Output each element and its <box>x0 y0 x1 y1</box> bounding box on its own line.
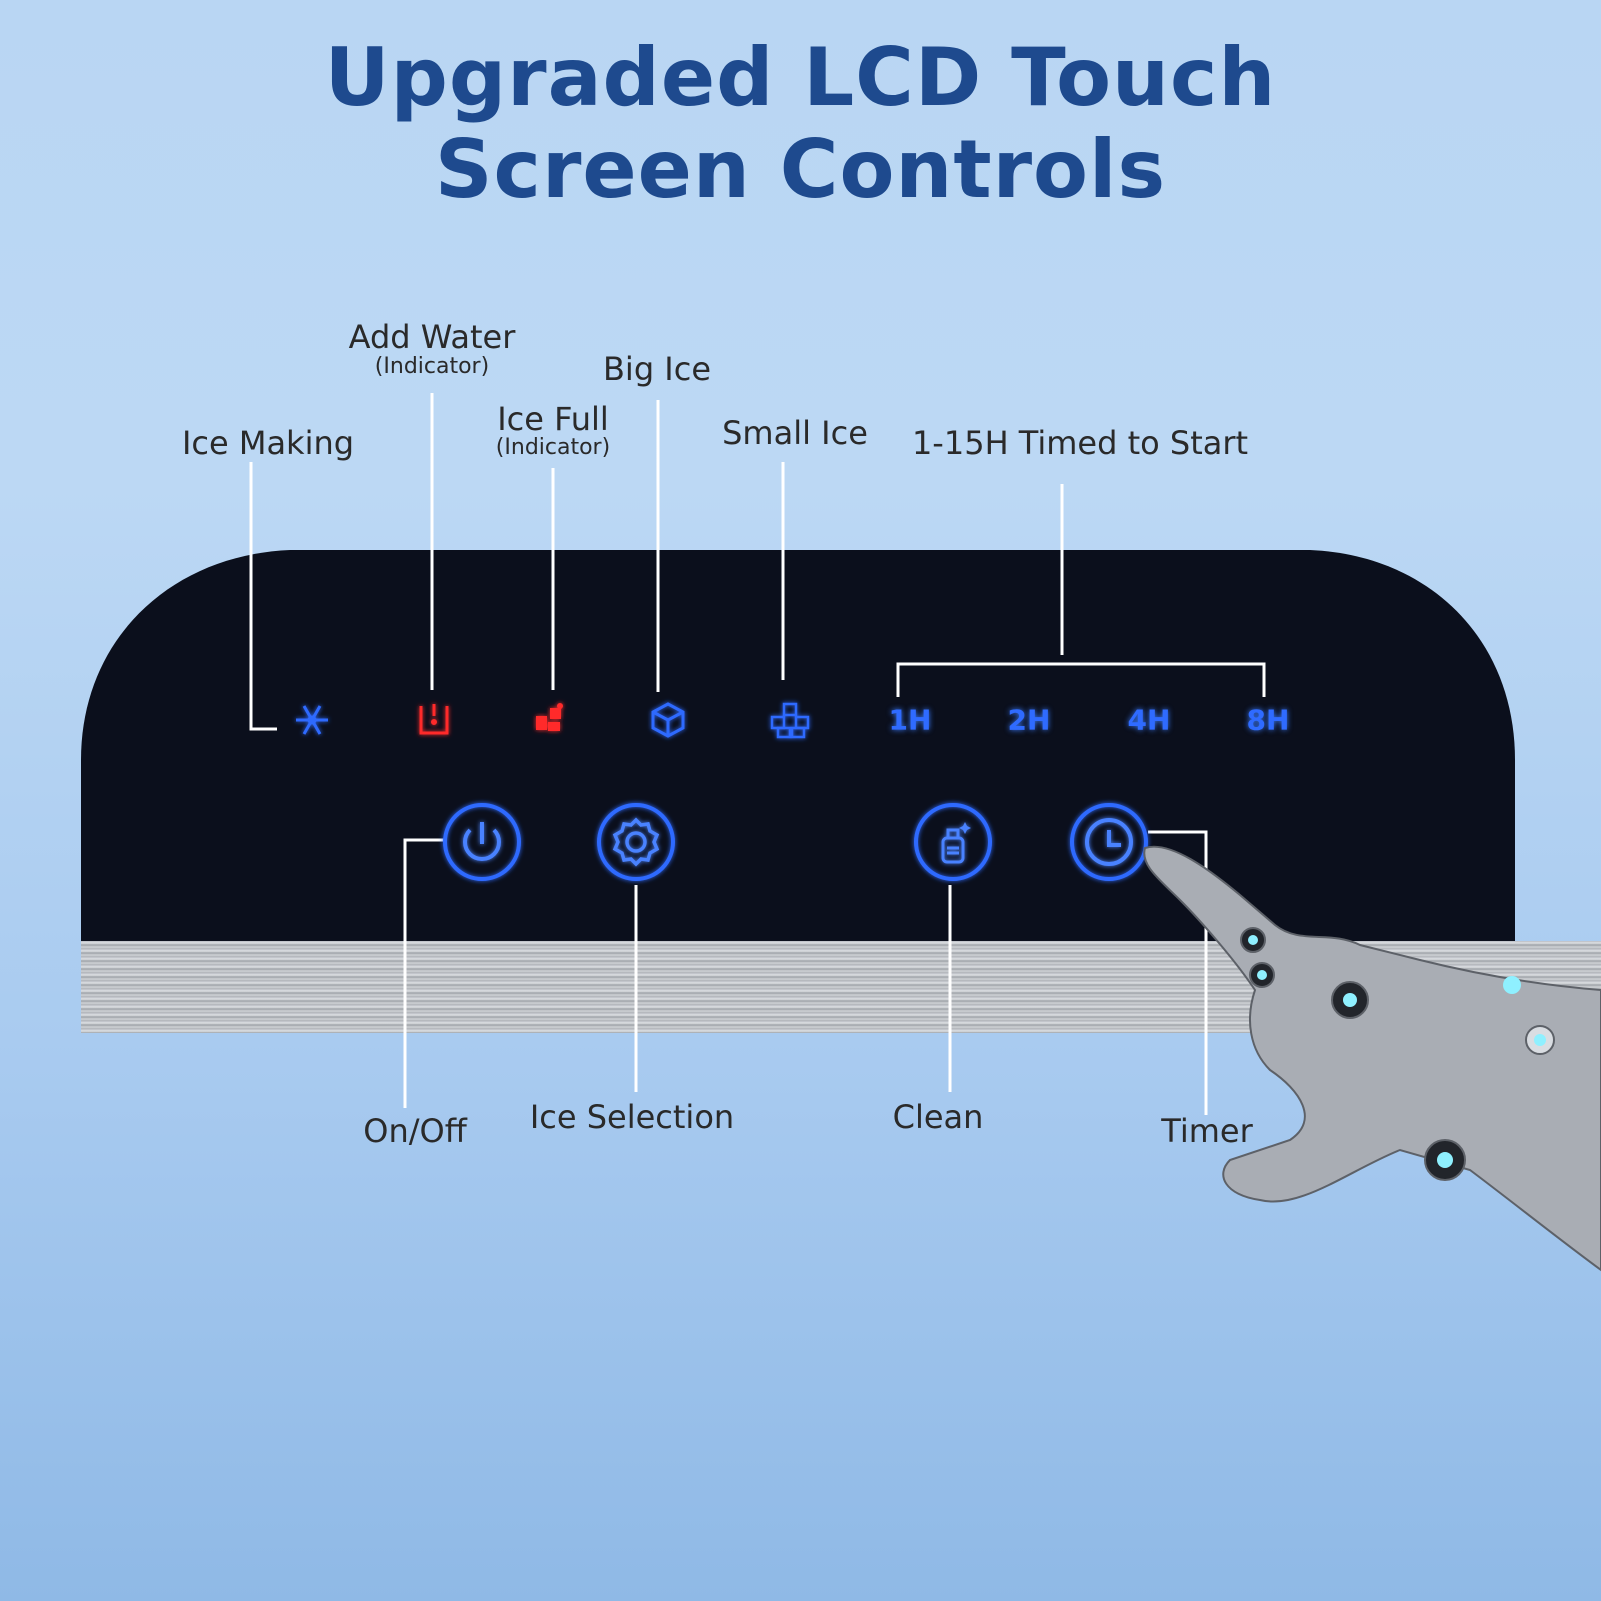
label-ice-full: Ice Full <box>497 400 609 438</box>
robotic-hand-image <box>1143 845 1601 1272</box>
timer-option-4h: 4H <box>1127 703 1171 737</box>
page-title-line1: Upgraded LCD Touch <box>324 31 1277 124</box>
label-timed-start: 1-15H Timed to Start <box>911 424 1249 462</box>
water-cup-icon <box>419 704 449 735</box>
label-timer: Timer <box>1161 1112 1253 1150</box>
gear-icon <box>612 817 660 867</box>
ice-full-icon <box>536 703 563 731</box>
small-cubes-icon <box>770 702 810 739</box>
label-ice-making: Ice Making <box>181 424 355 462</box>
power-icon <box>463 822 501 862</box>
label-on-off: On/Off <box>363 1112 467 1150</box>
control-panel <box>81 550 1515 941</box>
spray-bottle-icon <box>941 822 971 864</box>
clock-icon <box>1085 818 1133 866</box>
label-ice-selection: Ice Selection <box>529 1098 735 1136</box>
timer-option-8h: 8H <box>1246 703 1290 737</box>
timer-option-2h: 2H <box>1007 703 1051 737</box>
label-add-water-note: (Indicator) <box>374 354 490 379</box>
label-big-ice: Big Ice <box>602 350 712 388</box>
page-title-line2: Screen Controls <box>434 123 1167 216</box>
label-small-ice: Small Ice <box>722 414 868 452</box>
cube-icon <box>651 702 685 738</box>
timer-option-1h: 1H <box>888 703 932 737</box>
timer-button[interactable] <box>1070 803 1148 881</box>
leader-lines <box>249 393 1266 1115</box>
label-ice-full-note: (Indicator) <box>495 435 611 460</box>
ice-selection-button[interactable] <box>597 803 675 881</box>
label-clean: Clean <box>892 1098 984 1136</box>
snowflake-icon <box>296 705 328 735</box>
clean-button[interactable] <box>914 803 992 881</box>
on-off-button[interactable] <box>443 803 521 881</box>
label-add-water: Add Water <box>348 318 516 356</box>
